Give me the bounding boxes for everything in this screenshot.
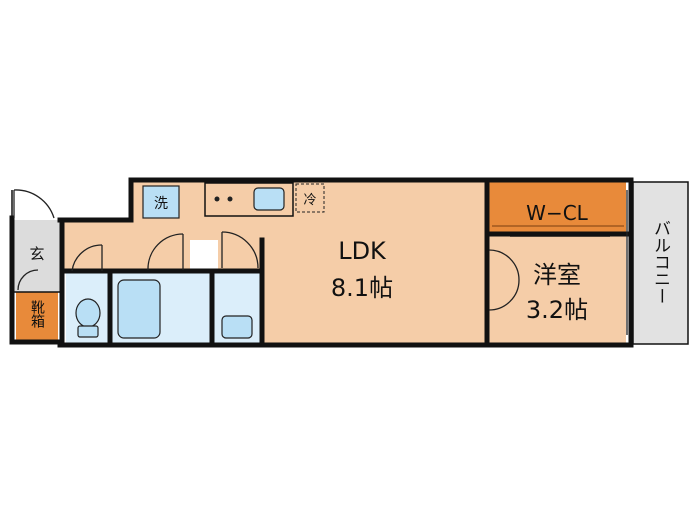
- thin-walls: [11, 181, 689, 345]
- closet-floor: [489, 182, 626, 232]
- fridge-label: 冷: [303, 193, 316, 208]
- wash-basin-icon: [221, 315, 253, 339]
- corridor-floor: [60, 218, 190, 273]
- balcony-label: バルコニー: [650, 220, 670, 305]
- walls: [9, 177, 634, 348]
- ldk-size-label: 8.1帖: [331, 274, 393, 302]
- kitchen-sink-icon: [253, 187, 285, 211]
- shoe-box: [16, 292, 58, 340]
- entrance-label: 玄: [29, 245, 44, 263]
- stove-icon: [227, 196, 233, 202]
- western-room-size-label: 3.2帖: [526, 296, 588, 324]
- balcony-floor: [632, 182, 688, 344]
- bathtub-icon: [117, 279, 161, 339]
- fridge-space: [295, 183, 325, 213]
- western-room-floor: [489, 236, 626, 344]
- ldk-floor: [60, 182, 487, 344]
- shoe-box-label: 靴箱: [29, 300, 45, 328]
- closet-label: W−CL: [526, 201, 588, 225]
- ldk-name-label: LDK: [338, 237, 387, 265]
- stove-icon: [214, 196, 220, 202]
- washer-label: 洗: [154, 196, 168, 212]
- toilet-icon: [75, 298, 101, 338]
- entrance-floor: [14, 220, 60, 292]
- western-room-name-label: 洋室: [533, 261, 581, 289]
- washer-space: [142, 185, 180, 219]
- doors: [13, 189, 628, 335]
